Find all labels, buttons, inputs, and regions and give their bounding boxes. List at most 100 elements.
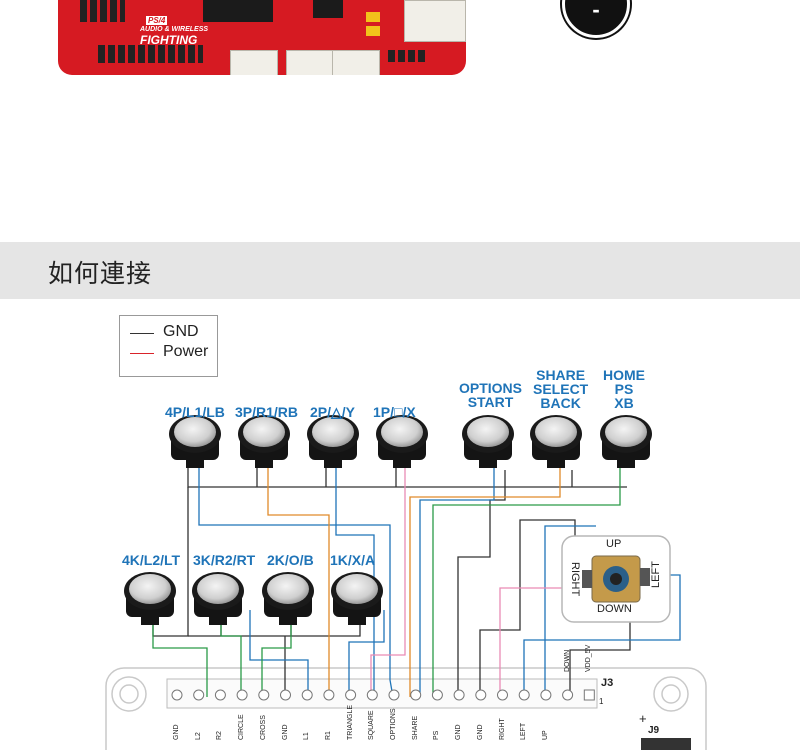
button-home xyxy=(600,415,652,468)
button-switch xyxy=(209,613,227,625)
wires xyxy=(152,468,681,698)
header-pin xyxy=(366,689,378,701)
button-cap xyxy=(243,417,285,447)
pin-label: L2 xyxy=(194,732,202,740)
header-pin xyxy=(388,689,400,701)
pcb-connector xyxy=(332,50,380,75)
legend-power-line xyxy=(130,353,154,354)
button-cap xyxy=(605,417,647,447)
header-pin xyxy=(301,689,313,701)
header-pin xyxy=(171,689,183,701)
button-switch xyxy=(617,456,635,468)
pcb-board-image: PS/4 AUDIO & WIRELESS FIGHTING xyxy=(58,0,466,75)
header-pin xyxy=(236,689,248,701)
pin-header xyxy=(388,50,428,62)
button-switch xyxy=(547,456,565,468)
usb-connector xyxy=(404,0,466,42)
legend: GND Power xyxy=(119,315,218,377)
pin-label: GND xyxy=(281,724,289,740)
button-label-4p: 4P/L1/LB xyxy=(165,404,225,420)
j9-label: J9 xyxy=(648,725,660,736)
header-pin xyxy=(453,689,465,701)
header-pin xyxy=(583,689,595,701)
pin-label: LEFT xyxy=(520,722,528,740)
joystick-up-label: UP xyxy=(606,538,622,550)
pcb-chip xyxy=(203,0,273,22)
header-pin xyxy=(410,689,422,701)
connector-j9 xyxy=(641,738,691,750)
minus-icon: - xyxy=(592,0,600,22)
pin-label: VDD_5V xyxy=(585,644,593,672)
pin-label: SHARE xyxy=(411,715,419,740)
mount-hole xyxy=(661,684,681,704)
button-4p xyxy=(169,415,221,468)
header-pin xyxy=(214,689,226,701)
pin-label: PS xyxy=(433,730,441,740)
button-1p xyxy=(376,415,428,468)
header-pin xyxy=(562,689,574,701)
button-cap xyxy=(312,417,354,447)
pin1-label: 1 xyxy=(599,697,604,706)
button-switch xyxy=(348,613,366,625)
button-cap xyxy=(467,417,509,447)
button-cap xyxy=(336,574,378,604)
button-cap xyxy=(174,417,216,447)
button-2k xyxy=(262,572,314,625)
button-switch xyxy=(186,456,204,468)
button-options xyxy=(462,415,514,468)
header-pin xyxy=(193,689,205,701)
header-pin xyxy=(431,689,443,701)
header-pin xyxy=(345,689,357,701)
header-pin xyxy=(540,689,552,701)
pin-label: CIRCLE xyxy=(238,714,246,740)
pin-label: R2 xyxy=(216,731,224,740)
button-cap xyxy=(535,417,577,447)
button-share xyxy=(530,415,582,468)
legend-gnd-line xyxy=(130,333,154,334)
board-name-text: FIGHTING xyxy=(140,33,198,47)
button-cap xyxy=(197,574,239,604)
header-pin xyxy=(518,689,530,701)
button-label-1p: 1P/□/X xyxy=(373,404,416,420)
mount-hole xyxy=(119,684,139,704)
pin-header xyxy=(98,45,203,63)
section-header: 如何連接 xyxy=(0,242,800,299)
button-label-2k: 2K/O/B xyxy=(267,552,314,568)
button-label-4k: 4K/L2/LT xyxy=(122,552,181,568)
pin-label: GND xyxy=(476,724,484,740)
pcb-connector xyxy=(286,50,334,75)
button-switch xyxy=(393,456,411,468)
pcb-capacitor xyxy=(366,26,380,36)
button-cap xyxy=(129,574,171,604)
pcb-connector xyxy=(230,50,278,75)
board-brand-text: AUDIO & WIRELESS xyxy=(140,26,209,33)
plus-label: + xyxy=(639,711,647,726)
button-label-1k: 1K/X/A xyxy=(330,552,376,568)
button-switch xyxy=(279,613,297,625)
pin-label: GND xyxy=(173,724,180,740)
pin-label: RIGHT xyxy=(498,718,506,740)
button-1k xyxy=(331,572,383,625)
board-model-text: PS/4 xyxy=(146,16,168,25)
joystick-down-label: DOWN xyxy=(597,603,632,615)
button-label-share: SHARE SELECT BACK xyxy=(533,367,589,411)
pin-label: GND xyxy=(455,724,463,740)
pin-header xyxy=(80,0,125,22)
button-label-3p: 3P/R1/RB xyxy=(235,404,299,420)
button-cap xyxy=(381,417,423,447)
pin-label: L1 xyxy=(303,732,311,740)
button-switch xyxy=(141,613,159,625)
pin-header-j3 xyxy=(166,678,598,709)
button-label-home: HOME PS XB xyxy=(603,367,645,411)
button-3k xyxy=(192,572,244,625)
button-label-3k: 3K/R2/RT xyxy=(193,552,256,568)
button-2p xyxy=(307,415,359,468)
joystick-left-label: LEFT xyxy=(650,561,662,588)
pin-label: SQUARE xyxy=(368,710,376,740)
legend-power-label: Power xyxy=(163,343,209,360)
section-title: 如何連接 xyxy=(48,259,153,288)
pin-label: TRIANGLE xyxy=(346,704,354,740)
button-switch xyxy=(255,456,273,468)
pin-label: UP xyxy=(541,730,549,740)
